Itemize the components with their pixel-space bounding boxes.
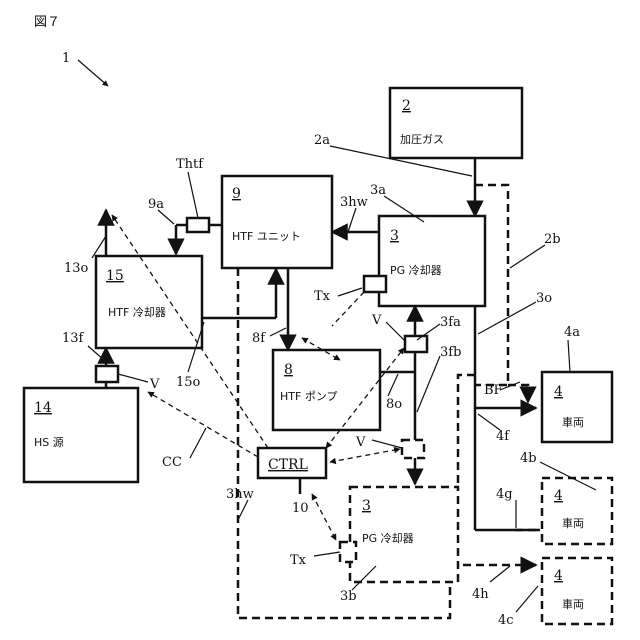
vehicle-c-label: 車両	[562, 597, 584, 611]
label-bf: BF	[484, 383, 503, 398]
hs-source-label: HS 源	[34, 435, 64, 449]
leader-4h	[490, 566, 510, 582]
vehicle-b-block: 4 車両	[542, 478, 612, 544]
label-3hw-top: 3hw	[340, 195, 368, 210]
leader-4c	[516, 586, 538, 612]
hs-source-block: 14 HS 源	[24, 388, 138, 482]
pg-cooler-a-label: PG 冷却器	[390, 264, 442, 277]
leader-4f	[478, 414, 500, 430]
label-v-hs: V	[149, 377, 160, 392]
htf-unit-number: 9	[232, 186, 241, 202]
label-cc: CC	[162, 455, 182, 470]
htf-cooler-label: HTF 冷却器	[108, 306, 166, 319]
label-9a: 9a	[148, 197, 164, 212]
label-tx-top: Tx	[314, 289, 331, 304]
label-13f: 13f	[62, 331, 85, 346]
label-3fa: 3fa	[440, 315, 461, 330]
vehicle-c-block: 4 車両	[542, 558, 612, 624]
label-13o: 13o	[64, 261, 89, 276]
controller-label: CTRL	[268, 457, 308, 473]
pg-cooler-b-number: 3	[362, 498, 371, 514]
bypass-to-vehicle	[508, 385, 528, 402]
tx-sensor-bottom	[340, 542, 356, 562]
ctrl-signal-to-hs-valve	[148, 392, 258, 457]
htf-pump-number: 8	[284, 362, 293, 378]
label-4h: 4h	[472, 587, 489, 602]
leader-v-pump	[386, 322, 406, 342]
leader-tx-top	[338, 288, 362, 296]
thtf-sensor	[187, 218, 209, 232]
pg-cooler-b-label: PG 冷却器	[362, 532, 414, 545]
leader-2b	[510, 245, 545, 268]
leader-9a	[158, 210, 174, 224]
leader-3fb	[417, 356, 440, 412]
leader-8o	[388, 374, 398, 396]
label-3fb: 3fb	[440, 345, 461, 360]
leader-thtf	[188, 172, 198, 218]
ctrl-signal-to-tx-bottom	[312, 494, 336, 540]
label-10: 10	[292, 501, 309, 516]
label-4a: 4a	[564, 325, 580, 340]
htf-unit-label: HTF ユニット	[232, 230, 301, 243]
label-4c: 4c	[498, 613, 514, 628]
htf-pump-label: HTF ポンプ	[280, 390, 337, 403]
figure-label: 図７	[34, 15, 60, 30]
label-3o: 3o	[536, 291, 552, 306]
leader-v-ctrl	[372, 440, 402, 448]
htf-cooler-number: 15	[106, 268, 124, 284]
htf-pump-block: 8 HTF ポンプ	[273, 350, 380, 430]
label-4b: 4b	[520, 451, 537, 466]
label-8o: 8o	[386, 397, 402, 412]
pressurized-gas-number: 2	[402, 98, 411, 114]
leader-13o	[92, 236, 106, 258]
htf-cooler-block: 15 HTF 冷却器	[96, 256, 202, 348]
label-2a: 2a	[314, 133, 330, 148]
supply-line-cooler-b	[458, 375, 475, 487]
tx-sensor-top	[364, 276, 386, 292]
label-4g: 4g	[496, 487, 513, 502]
vehicle-c-number: 4	[554, 568, 563, 584]
label-v-ctrl: V	[355, 435, 366, 450]
vehicle-a-block: 4 車両	[542, 372, 612, 442]
ctrl-signal-to-valve	[330, 449, 400, 462]
label-15o: 15o	[176, 375, 201, 390]
leader-3fa	[417, 324, 440, 340]
system-ref-arrow	[78, 60, 108, 86]
label-4f: 4f	[496, 429, 510, 444]
label-3b: 3b	[340, 589, 357, 604]
pg-cooler-b-block: 3 PG 冷却器	[350, 487, 458, 582]
leader-tx-bottom	[314, 552, 340, 556]
leader-3hw-left	[238, 500, 248, 520]
label-thtf: Thtf	[176, 157, 204, 172]
vehicle-a-number: 4	[554, 384, 563, 400]
hs-source-number: 14	[34, 400, 52, 416]
vehicle-a-label: 車両	[562, 415, 584, 429]
label-tx-bottom: Tx	[290, 553, 307, 568]
valve-hs	[96, 366, 118, 382]
label-v-pump: V	[371, 313, 382, 328]
label-3hw-left: 3hw	[226, 487, 254, 502]
label-2b: 2b	[544, 232, 561, 247]
leader-v-hs	[118, 374, 148, 382]
pressurized-gas-label: 加圧ガス	[400, 133, 444, 146]
pg-cooler-a-number: 3	[390, 228, 399, 244]
leader-3o	[478, 302, 536, 334]
vehicle-b-label: 車両	[562, 516, 584, 530]
htf-unit-block: 9 HTF ユニット	[222, 176, 332, 268]
vehicle-b-number: 4	[554, 488, 563, 504]
leader-cc	[190, 428, 206, 458]
leader-3hw-top	[348, 208, 356, 232]
pressurized-gas-block: 2 加圧ガス	[390, 88, 522, 158]
valve-ctrl	[402, 440, 424, 458]
leader-8f	[270, 328, 286, 336]
label-8f: 8f	[252, 331, 266, 346]
tx-signal-top	[332, 292, 364, 326]
valve-pump	[405, 336, 427, 352]
controller-block: CTRL	[258, 448, 326, 478]
leader-4a	[568, 340, 570, 372]
label-3a: 3a	[370, 183, 386, 198]
pg-cooler-a-block: 3 PG 冷却器	[379, 216, 485, 306]
system-ref-label: 1	[62, 51, 70, 66]
